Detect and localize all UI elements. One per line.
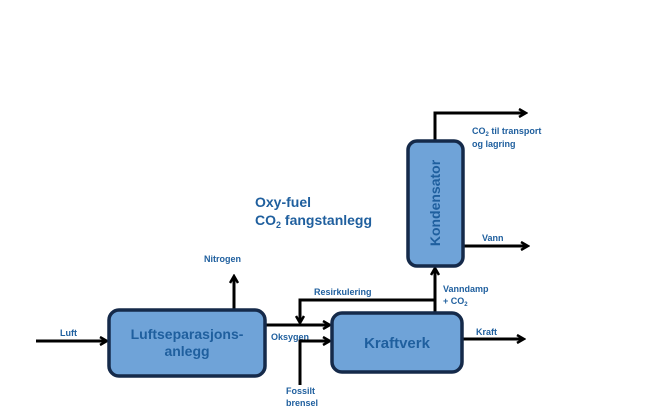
co2-label-line1: CO2 til transport [472, 126, 541, 138]
air-separation-unit: Luftseparasjons- anlegg [107, 308, 267, 378]
power-plant-unit: Kraftverk [330, 311, 464, 374]
fossil-fuel-label-line2: brensel [286, 398, 318, 408]
fossil-fuel-flow-arrow [298, 341, 329, 385]
water-label: Vann [482, 233, 504, 243]
diagram-title-line2: CO2 fangstanlegg [255, 212, 372, 230]
condenser-label: Kondensator [427, 159, 443, 246]
recirculation-label: Resirkulering [314, 287, 372, 297]
air-label: Luft [60, 328, 77, 338]
co2-transport-flow-arrow [433, 113, 525, 141]
fossil-fuel-label-line1: Fossilt [286, 386, 315, 396]
steam-label-line1: Vanndamp [443, 284, 489, 294]
power-plant-label: Kraftverk [364, 335, 431, 352]
air-separation-label-line2: anlegg [164, 343, 209, 359]
recirculation-flow-arrow [300, 298, 435, 322]
oxygen-label: Oksygen [271, 332, 309, 342]
diagram-title-line1: Oxy-fuel [255, 194, 311, 210]
air-separation-label-line1: Luftseparasjons- [131, 326, 244, 342]
condenser-unit: Kondensator [406, 139, 465, 268]
co2-label-line2: og lagring [472, 139, 516, 149]
nitrogen-label: Nitrogen [204, 254, 241, 264]
steam-label-line2: + CO2 [443, 296, 468, 308]
power-label: Kraft [476, 327, 497, 337]
